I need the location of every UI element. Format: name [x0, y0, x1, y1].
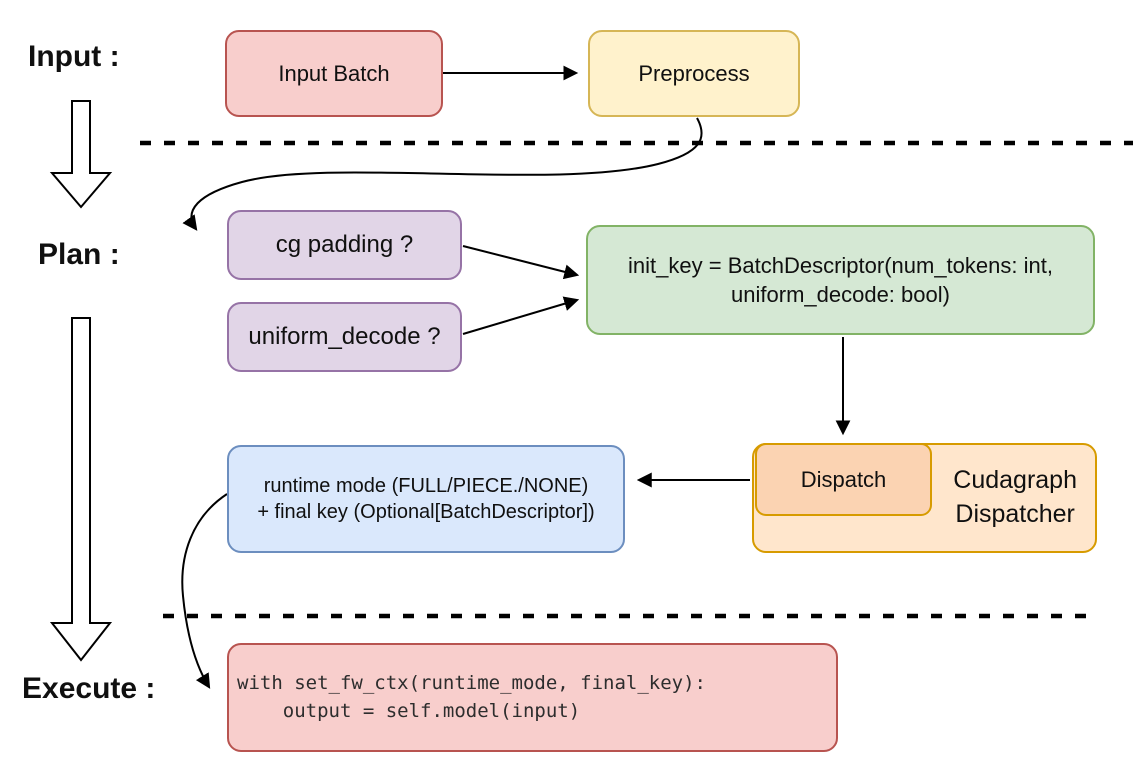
- cudagraph-line1: Cudagraph: [953, 466, 1077, 495]
- edge-uniformdecode-to-initkey: [462, 296, 580, 335]
- edge-runtimemode-to-execute-curve: [181, 493, 228, 689]
- node-init-key-line2: uniform_decode: bool): [731, 282, 950, 307]
- edge-preprocess-to-plan-curve: [182, 117, 703, 231]
- node-runtime-mode-line2: + final key (Optional[BatchDescriptor]): [257, 501, 595, 523]
- stage-label-input: Input :: [28, 40, 120, 73]
- node-uniform-decode-label: uniform_decode ?: [248, 323, 441, 351]
- stage-arrow-input-to-plan: [49, 100, 113, 209]
- node-runtime-mode-line1: runtime mode (FULL/PIECE./NONE): [263, 474, 589, 497]
- node-preprocess: Preprocess: [588, 30, 800, 117]
- execute-code-line2: output = self.model(input): [237, 699, 581, 722]
- node-uniform-decode: uniform_decode ?: [227, 302, 462, 372]
- node-cg-padding: cg padding ?: [227, 210, 462, 280]
- node-execute-code: with set_fw_ctx(runtime_mode, final_key)…: [227, 643, 838, 752]
- stage-label-plan: Plan :: [38, 238, 120, 271]
- stage-label-execute: Execute :: [22, 672, 156, 705]
- node-input-batch-label: Input Batch: [278, 60, 390, 86]
- node-preprocess-label: Preprocess: [638, 60, 750, 86]
- stage-arrow-plan-to-execute: [49, 317, 113, 662]
- node-init-key: init_key = BatchDescriptor(num_tokens: i…: [586, 225, 1095, 335]
- node-runtime-mode-result: runtime mode (FULL/PIECE./NONE) + final …: [227, 445, 625, 553]
- cudagraph-line2: Dispatcher: [955, 500, 1075, 528]
- execute-code-line1: with set_fw_ctx(runtime_mode, final_key)…: [237, 671, 706, 694]
- node-cudagraph-dispatcher-label: Cudagraph Dispatcher: [953, 464, 1077, 532]
- node-init-key-line1: init_key = BatchDescriptor(num_tokens: i…: [628, 252, 1053, 278]
- node-dispatch: Dispatch: [755, 443, 932, 516]
- node-input-batch: Input Batch: [225, 30, 443, 117]
- node-cg-padding-label: cg padding ?: [275, 231, 414, 259]
- node-dispatch-label: Dispatch: [800, 466, 887, 492]
- edge-cgpadding-to-initkey: [462, 245, 580, 280]
